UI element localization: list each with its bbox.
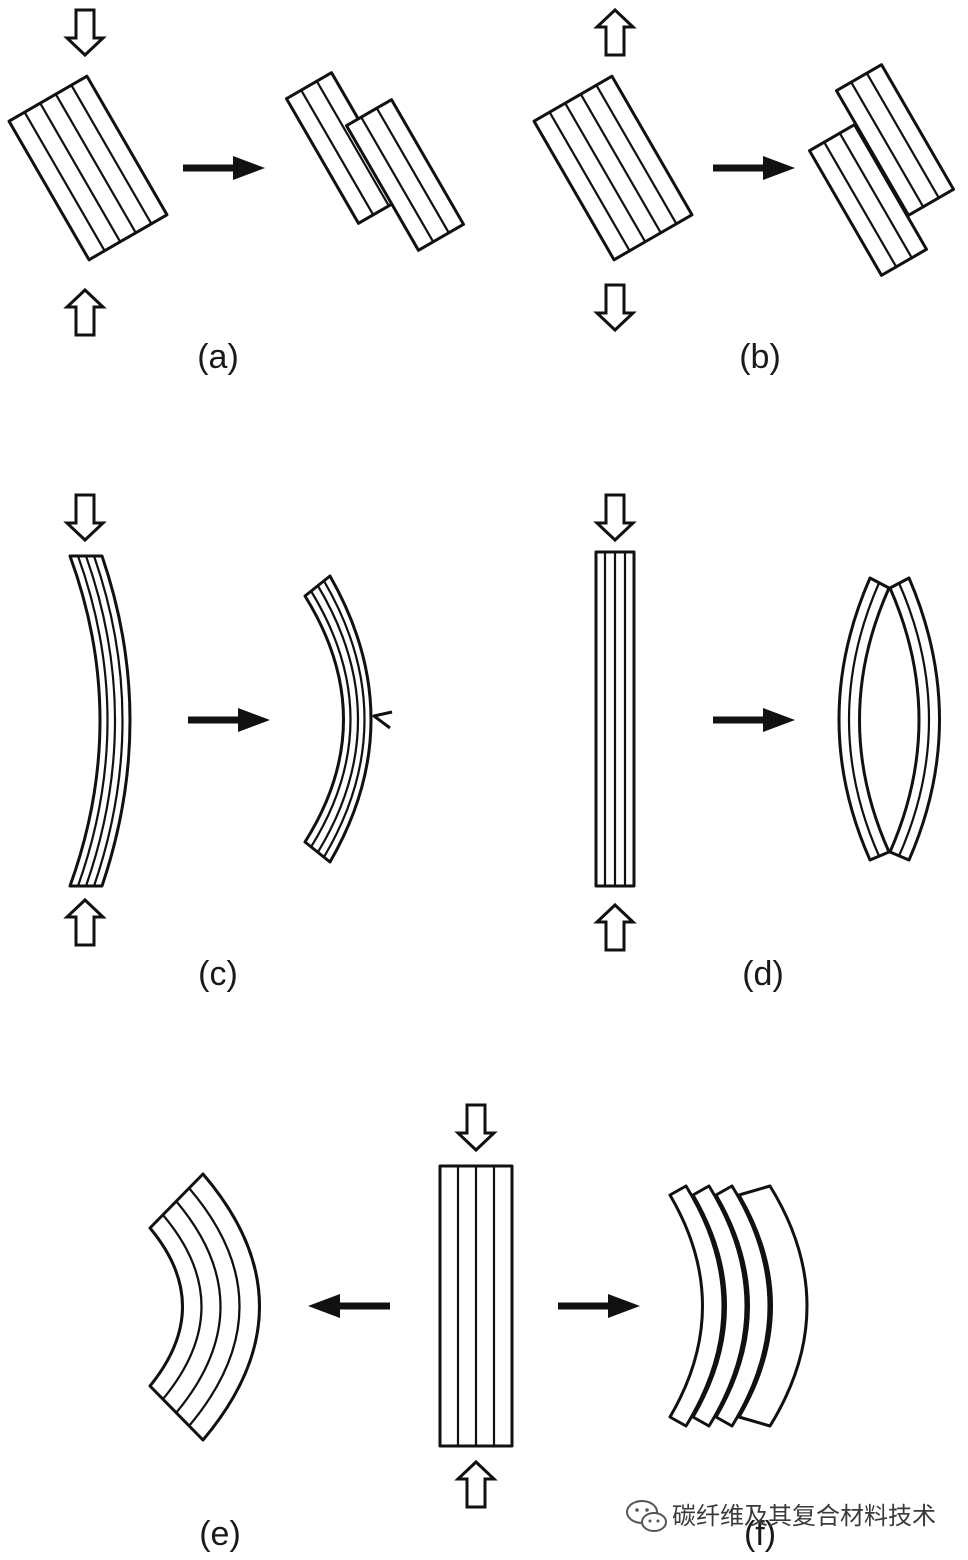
transition-arrow <box>308 1294 390 1318</box>
panel-c: (c) <box>65 493 393 993</box>
panel-d: (d) <box>594 493 941 993</box>
panel-label: (a) <box>197 338 239 376</box>
panel-label: (c) <box>198 955 238 993</box>
compression-arrow-up <box>456 1460 496 1509</box>
transition-arrow <box>183 156 265 180</box>
transition-arrow <box>713 708 795 732</box>
panel-label: (f) <box>744 1515 776 1553</box>
compression-arrow-down <box>595 493 635 542</box>
compression-arrow-down <box>456 1103 496 1152</box>
panel-a: (a) <box>7 8 466 376</box>
transition-arrow <box>188 708 270 732</box>
panel-b: (b) <box>532 8 956 376</box>
compression-arrow-up <box>65 288 105 337</box>
laminate-cracked <box>303 574 393 864</box>
laminate-buckled <box>837 576 941 862</box>
panel-ef: (e) (f) <box>148 1103 809 1553</box>
laminate-thick <box>438 1164 514 1448</box>
compression-arrow-down <box>65 8 105 57</box>
laminate-curved <box>68 554 132 888</box>
watermark-text: 碳纤维及其复合材料技术 <box>672 1502 936 1530</box>
panel-label: (b) <box>739 338 781 376</box>
compression-arrow-up <box>65 898 105 947</box>
transition-arrow <box>713 156 795 180</box>
laminate-delaminated <box>668 1184 809 1428</box>
tension-arrow-up <box>595 8 635 57</box>
tension-arrow-down <box>595 283 635 332</box>
panel-label: (d) <box>742 955 784 993</box>
wechat-icon <box>626 1500 667 1532</box>
laminate-straight <box>594 550 636 888</box>
watermark: 碳纤维及其复合材料技术 <box>626 1500 936 1532</box>
laminate-sheared <box>284 71 466 252</box>
laminate-intact <box>7 74 169 262</box>
panel-label: (e) <box>199 1515 241 1553</box>
laminate-kinked <box>148 1172 261 1442</box>
laminate-intact <box>532 74 694 262</box>
compression-arrow-down <box>65 493 105 542</box>
crack <box>372 710 393 730</box>
transition-arrow <box>558 1294 640 1318</box>
compression-arrow-up <box>595 903 635 952</box>
laminate-sheared <box>807 63 956 277</box>
